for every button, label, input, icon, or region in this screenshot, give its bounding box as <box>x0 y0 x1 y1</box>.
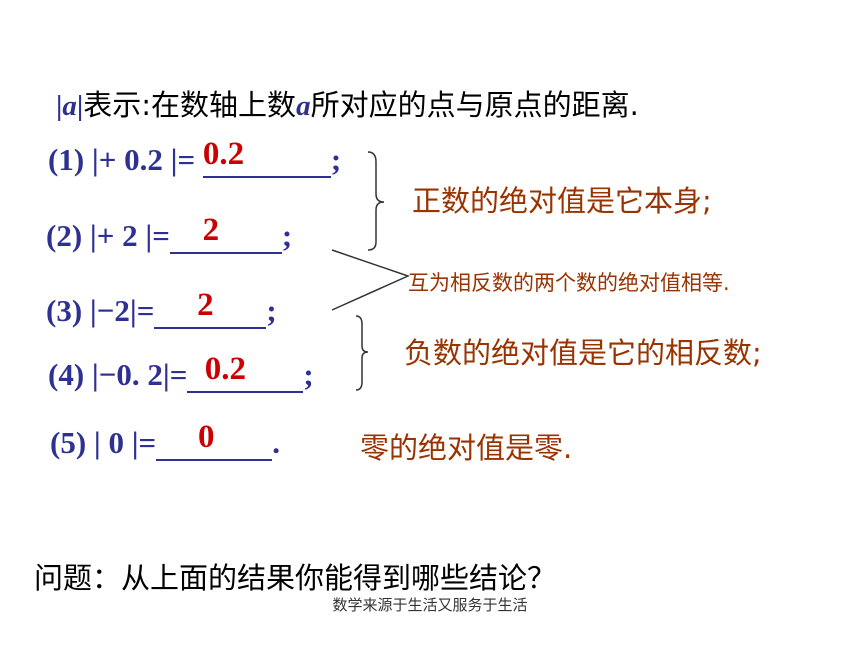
abs-bar-left: | <box>56 90 63 122</box>
equation-3-answer: 2 <box>197 287 214 323</box>
note-positive: 正数的绝对值是它本身; <box>412 184 712 218</box>
equation-4-suffix: ; <box>303 357 314 392</box>
equation-2-prefix: (2) |+ 2 |= <box>46 218 170 253</box>
equation-4-blank: 0.2 <box>187 351 304 393</box>
brace-positive <box>367 151 385 251</box>
equation-5: (5) | 0 |= 0. <box>50 419 280 461</box>
definition-text-2: 所对应的点与原点的距离. <box>310 88 639 122</box>
variable-a-2: a <box>296 90 311 122</box>
equation-5-blank: 0 <box>156 419 273 461</box>
note-opposite: 互为相反数的两个数的绝对值相等. <box>408 271 730 295</box>
footer-text: 数学来源于生活又服务于生活 <box>332 598 528 614</box>
equation-4-prefix: (4) |−0. 2|= <box>48 357 188 392</box>
equation-2-suffix: ; <box>281 218 293 253</box>
equation-1-blank: 0.2 <box>202 136 331 178</box>
equation-2: (2) |+ 2 |= 2; <box>46 212 293 254</box>
equation-2-answer: 2 <box>202 212 220 248</box>
equation-1-answer: 0.2 <box>202 136 245 172</box>
equation-5-prefix: (5) | 0 |= <box>50 425 157 460</box>
equation-5-answer: 0 <box>197 419 215 455</box>
abs-bar-right: | <box>76 90 84 122</box>
equation-3-prefix: (3) |−2|= <box>46 293 155 328</box>
brace-negative <box>355 315 369 391</box>
connector-lines <box>331 249 411 311</box>
equation-3-blank: 2 <box>154 287 267 329</box>
equation-1-prefix: (1) |+ 0.2 |= <box>48 142 203 177</box>
equation-4: (4) |−0. 2|= 0.2; <box>48 351 314 393</box>
equation-3: (3) |−2|= 2; <box>46 287 277 329</box>
equation-1: (1) |+ 0.2 |= 0.2; <box>48 136 342 178</box>
equation-5-suffix: . <box>272 425 280 460</box>
note-negative: 负数的绝对值是它的相反数; <box>404 336 762 370</box>
definition-line: |a|表示:在数轴上数a所对应的点与原点的距离. <box>56 82 639 124</box>
question-text: 问题：从上面的结果你能得到哪些结论？ <box>34 561 557 595</box>
equation-1-suffix: ; <box>330 142 342 177</box>
note-zero: 零的绝对值是零. <box>360 431 573 465</box>
definition-text-1: 表示:在数轴上数 <box>83 88 297 122</box>
equation-2-blank: 2 <box>169 212 282 254</box>
variable-a: a <box>62 90 77 122</box>
equation-3-suffix: ; <box>266 293 277 328</box>
equation-4-answer: 0.2 <box>204 351 247 387</box>
